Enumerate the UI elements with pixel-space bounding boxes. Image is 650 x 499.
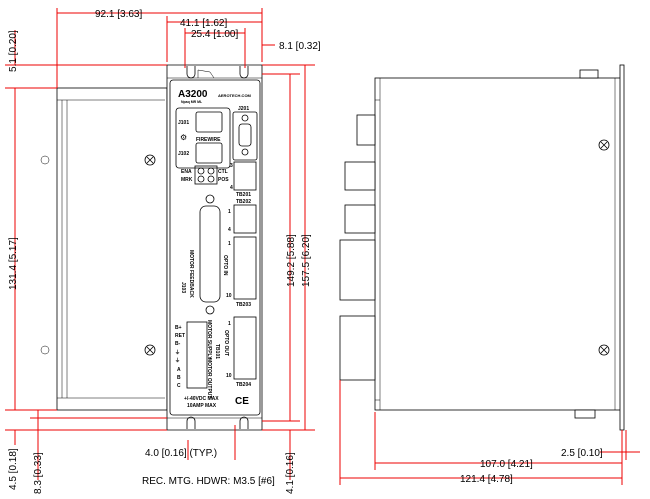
- motor-feedback-connector-j103[interactable]: [199, 205, 221, 303]
- terminal-tb201: 3 4 TB201: [230, 161, 257, 198]
- dim-bottom-offset: 4.5 [0.18]: [8, 448, 19, 490]
- ground-icon: ⏚: [175, 357, 180, 364]
- website: AEROTECH.COM: [218, 93, 252, 98]
- ena-label: ENA: [181, 169, 192, 175]
- ce-mark: CE: [235, 396, 249, 407]
- side-body: [374, 77, 623, 411]
- pin-label: RET: [175, 333, 185, 339]
- terminal-tb202: TB202 1 4: [228, 199, 257, 234]
- mrk-label: MRK: [181, 177, 193, 183]
- dim-hole-offset-right: 8.1 [0.32]: [279, 41, 321, 52]
- pin-label: 10: [226, 293, 232, 299]
- front-panel: [169, 79, 261, 416]
- motor-feedback-label: MOTOR FEEDBACK: [188, 250, 194, 298]
- current-rating: 10AMP MAX: [187, 403, 217, 409]
- dim-bottom-hole-offset: 4.1 [0.16]: [285, 452, 296, 494]
- firewire-icon: ⚙: [180, 133, 187, 142]
- logo: A3200: [178, 89, 208, 100]
- screw-icon: [598, 344, 610, 356]
- tb203-label: TB203: [236, 302, 251, 308]
- j102-label: J102: [178, 151, 189, 157]
- motor-supply-label: MOTOR SUPPLY: [206, 320, 212, 360]
- heatsink-body: [56, 87, 168, 411]
- pin-label: B-: [175, 341, 181, 347]
- mounting-hardware-note: REC. MTG. HDWR: M3.5 [#6]: [142, 476, 275, 487]
- pin-label: B+: [175, 325, 182, 331]
- side-view: [339, 64, 625, 431]
- dim-side-overall-depth: 121.4 [4.78]: [460, 474, 513, 485]
- pin-label: 1: [228, 209, 231, 215]
- screw-icon: [144, 344, 156, 356]
- terminal-tb101: [186, 321, 208, 389]
- pin-label: 1: [228, 241, 231, 247]
- tb202-label: TB202: [236, 199, 251, 205]
- pin-label: 4: [228, 227, 231, 233]
- dim-top-offset: 5.1 [0.20]: [8, 30, 19, 72]
- dim-hole-height: 149.2 [5.88]: [286, 234, 297, 287]
- tb201-label: TB201: [236, 192, 251, 198]
- ground-icon: ⏚: [175, 349, 180, 356]
- voltage-rating: +/-40VDC MAX: [184, 396, 219, 402]
- screw-icon: [144, 154, 156, 166]
- pos-label: POS: [218, 177, 229, 183]
- pin-label: 10: [226, 373, 232, 379]
- dim-body-height: 131.4 [5.17]: [8, 237, 19, 290]
- pin-label: 4: [230, 185, 233, 191]
- led-mrk: [197, 175, 205, 183]
- dim-side-depth: 107.0 [4.21]: [480, 459, 533, 470]
- serial-port-j201[interactable]: [238, 123, 252, 147]
- led-ena: [197, 167, 205, 175]
- dim-panel-width: 41.1 [1.62]: [180, 18, 227, 29]
- pin-label: A: [177, 367, 181, 373]
- terminal-tb204: 1 10 TB204 OPTO OUT: [223, 316, 257, 388]
- pin-label: 1: [228, 321, 231, 327]
- opto-in-label: OPTO IN: [222, 255, 228, 276]
- dimension-lines: [5, 8, 640, 485]
- led-pos: [207, 175, 215, 183]
- pin-label: C: [177, 383, 181, 389]
- led-ctl: [207, 167, 215, 175]
- tb101-pin-labels: B+ RET B- ⏚ ⏚ A B C: [175, 325, 185, 389]
- dim-side-flange: 2.5 [0.10]: [561, 448, 603, 459]
- tb101-label: TB101: [214, 344, 220, 359]
- opto-out-label: OPTO OUT: [223, 330, 229, 356]
- j103-label: J103: [180, 282, 186, 293]
- dim-bottom-flange: 8.3 [0.33]: [33, 452, 44, 494]
- dim-hole-spacing: 25.4 [1.00]: [191, 29, 238, 40]
- dimension-labels: 92.1 [3.63] 41.1 [1.62] 25.4 [1.00] 8.1 …: [8, 9, 603, 494]
- j201-label: J201: [238, 106, 249, 112]
- firewire-port-j102[interactable]: [195, 142, 223, 164]
- terminal-tb203: 1 10 TB203 OPTO IN: [222, 236, 257, 308]
- tb204-label: TB204: [236, 382, 251, 388]
- motor-output-label: MOTOR OUTPUT: [206, 358, 212, 398]
- ctl-label: CTL: [218, 169, 228, 175]
- logo-sub: Npaq MR ML: [181, 100, 203, 104]
- firewire-label: FIREWIRE: [196, 137, 221, 143]
- firewire-port-j101[interactable]: [195, 111, 223, 133]
- dim-overall-width: 92.1 [3.63]: [95, 9, 142, 20]
- pin-label: B: [177, 375, 181, 381]
- j101-label: J101: [178, 120, 189, 126]
- pin-label: 3: [230, 163, 233, 169]
- screw-icon: [598, 139, 610, 151]
- dim-overall-height: 157.5 [6.20]: [301, 234, 312, 287]
- dim-hole-typ: 4.0 [0.16] (TYP.): [145, 448, 217, 459]
- front-view: A3200 Npaq MR ML AEROTECH.COM J101 J102 …: [40, 64, 263, 431]
